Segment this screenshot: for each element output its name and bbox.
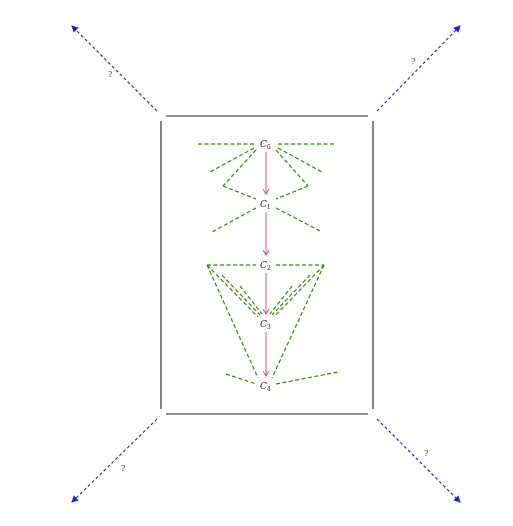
node-label-subscript: 2: [267, 265, 271, 272]
node-label-base: C: [260, 320, 267, 330]
corner-arrow-label: ?: [424, 449, 428, 458]
node-label: C0: [260, 140, 271, 151]
dashed-edge: [206, 264, 259, 379]
node-background: [257, 137, 275, 149]
dashed-edge: [275, 207, 323, 233]
dashed-edge: [277, 147, 323, 173]
node-label: C3: [260, 320, 271, 331]
node-label-base: C: [260, 261, 267, 271]
node-label-base: C: [260, 140, 267, 150]
dashed-edge: [225, 373, 257, 385]
node-c0: C0: [257, 137, 275, 151]
corner-arrow-top-right: ?: [376, 25, 461, 112]
corner-arrow-top-left: ?: [71, 25, 158, 112]
node-label: C1: [260, 200, 271, 211]
corner-arrow-label: ?: [121, 464, 125, 473]
dashed-edge: [271, 264, 325, 379]
node-c2: C2: [257, 258, 275, 272]
node-background: [257, 197, 275, 209]
node-label: C4: [260, 382, 271, 393]
corner-arrow-bottom-left: ?: [71, 418, 158, 503]
dashed-edge: [206, 264, 259, 318]
node-background: [257, 258, 275, 270]
node-label-subscript: 1: [267, 204, 271, 211]
dashed-edge: [239, 285, 263, 315]
corner-arrow-bottom-right: ?: [376, 418, 461, 503]
node-background: [257, 379, 275, 391]
frame: [160, 115, 374, 415]
dashed-edge: [275, 185, 309, 200]
dashed-edge: [222, 149, 257, 187]
dashed-edge: [211, 207, 257, 233]
node-c4: C4: [257, 379, 275, 393]
dashed-edge: [269, 285, 293, 315]
dashed-edge: [209, 147, 255, 173]
node-label-subscript: 3: [267, 324, 271, 331]
corner-arrow-line: [71, 418, 158, 503]
node-background: [257, 317, 275, 329]
corner-arrow-line: [376, 25, 461, 112]
dashed-edge: [271, 274, 311, 316]
node-label: C2: [260, 261, 271, 272]
node-label-base: C: [260, 382, 267, 392]
node-label-subscript: 4: [267, 386, 271, 393]
dashed-edge: [221, 274, 261, 316]
node-c1: C1: [257, 197, 275, 211]
corner-arrow-label: ?: [108, 70, 112, 79]
corner-arrow-label: ?: [411, 57, 415, 66]
dashed-edges: [198, 143, 339, 385]
corner-arrows: ????: [71, 25, 461, 503]
corner-arrow-line: [71, 25, 158, 112]
dashed-edge: [275, 371, 339, 385]
node-label-subscript: 0: [267, 144, 271, 151]
dashed-edge: [275, 149, 309, 187]
corner-arrow-line: [376, 418, 461, 503]
dashed-edge: [222, 185, 257, 200]
dashed-edge: [273, 264, 325, 318]
node-label-base: C: [260, 200, 267, 210]
node-c3: C3: [257, 317, 275, 331]
